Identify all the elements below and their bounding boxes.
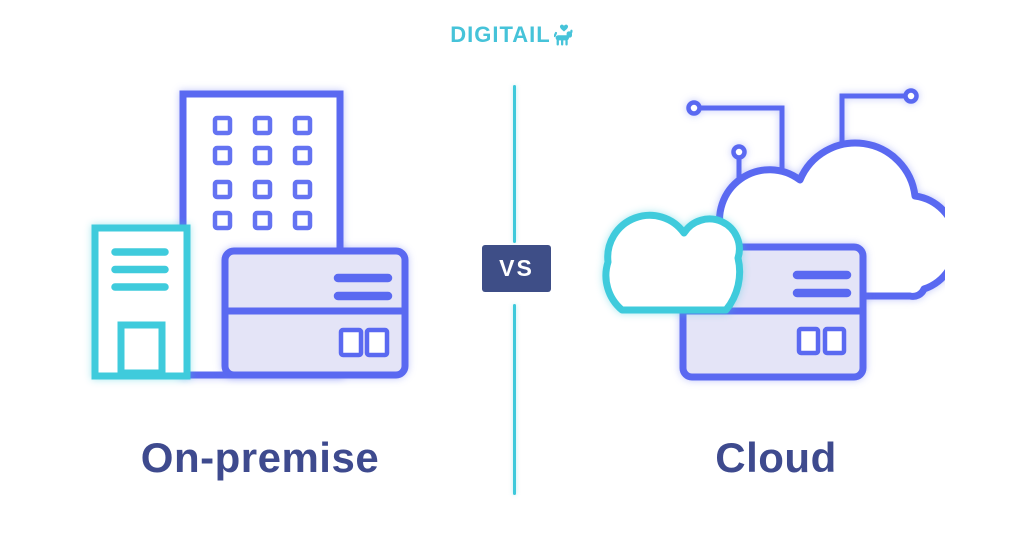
small-building-door (117, 321, 166, 377)
dog-with-heart-tail-icon (553, 24, 573, 46)
server-vent-lines (792, 270, 852, 298)
heart-icon (559, 24, 568, 32)
server-vent-lines (333, 273, 393, 301)
small-building-icon (91, 224, 191, 380)
server-drive-slot (796, 326, 821, 356)
cloud-illustration (602, 88, 945, 381)
server-drive-slot (364, 327, 390, 358)
logo-wordmark: DIGITAIL (450, 22, 551, 47)
server-drive-slot (338, 327, 364, 358)
small-building-windows (111, 248, 169, 291)
digitail-logo: DIGITAIL (0, 22, 1024, 48)
dog-body-icon (553, 29, 573, 46)
vs-badge: VS (482, 245, 551, 292)
server-drive-slot (822, 326, 847, 356)
building-windows (212, 115, 313, 231)
small-cloud-icon (602, 211, 744, 314)
cloud-label: Cloud (715, 434, 837, 481)
on-premise-label: On-premise (140, 434, 380, 481)
vs-badge-label: VS (499, 255, 534, 281)
divider-line-bottom (513, 304, 516, 495)
divider-line-top (513, 85, 516, 243)
server-rack-icon (221, 247, 409, 379)
on-premise-illustration (91, 90, 409, 380)
